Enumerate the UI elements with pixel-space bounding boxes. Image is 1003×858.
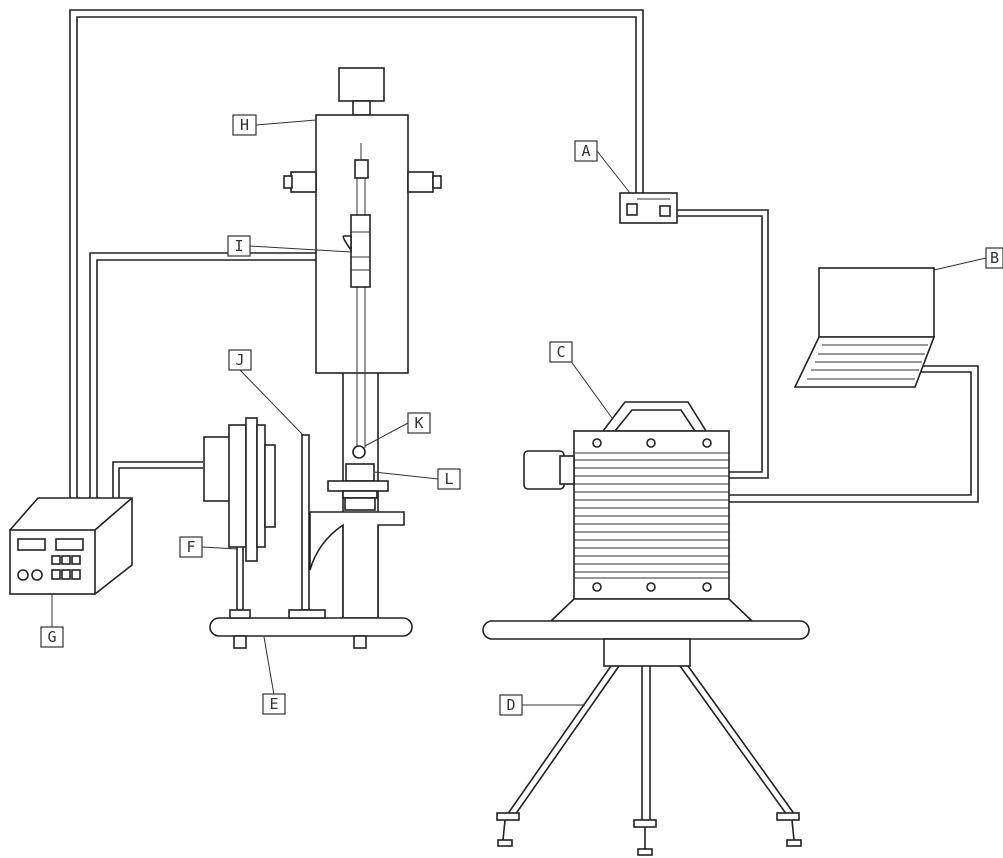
leader-lines (51, 119, 987, 706)
label-d-text: D (506, 696, 515, 714)
b-laptop (793, 267, 936, 388)
label-g-text: G (47, 628, 56, 646)
k-sphere (352, 445, 366, 459)
label-j: J (228, 349, 252, 371)
c-camera (523, 401, 730, 600)
j-rod (288, 434, 326, 619)
label-c: C (549, 341, 573, 363)
label-a: A (574, 140, 598, 162)
label-f-text: F (186, 538, 195, 556)
label-b: B (985, 247, 1003, 269)
label-i-text: I (234, 237, 243, 255)
label-j-text: J (235, 351, 244, 369)
label-e: E (262, 693, 286, 715)
label-h: H (232, 114, 257, 136)
cable-g-to-a (69, 9, 644, 500)
label-k-text: K (414, 414, 423, 432)
label-b-text: B (990, 249, 999, 267)
label-d: D (499, 694, 523, 716)
a-data-device (619, 192, 678, 224)
h-column-housing (283, 67, 442, 618)
label-i: I (227, 235, 251, 257)
label-e-text: E (269, 695, 278, 713)
label-l: L (437, 468, 461, 490)
cable-g-to-h (89, 252, 316, 500)
label-k: K (407, 412, 431, 434)
cable-b-to-c (729, 365, 979, 503)
label-g: G (40, 626, 64, 648)
cable-a-to-c (677, 209, 769, 479)
f-rotating-disk (203, 417, 276, 619)
label-l-text: L (444, 470, 453, 488)
e-base-plate (209, 511, 413, 649)
cable-g-to-f (112, 461, 203, 498)
label-c-text: C (556, 343, 565, 361)
label-a-text: A (581, 142, 590, 160)
g-controller (8, 497, 133, 596)
label-f: F (179, 536, 203, 558)
l-sample-holder (327, 463, 389, 511)
label-h-text: H (240, 116, 249, 134)
d-tripod (482, 598, 810, 856)
